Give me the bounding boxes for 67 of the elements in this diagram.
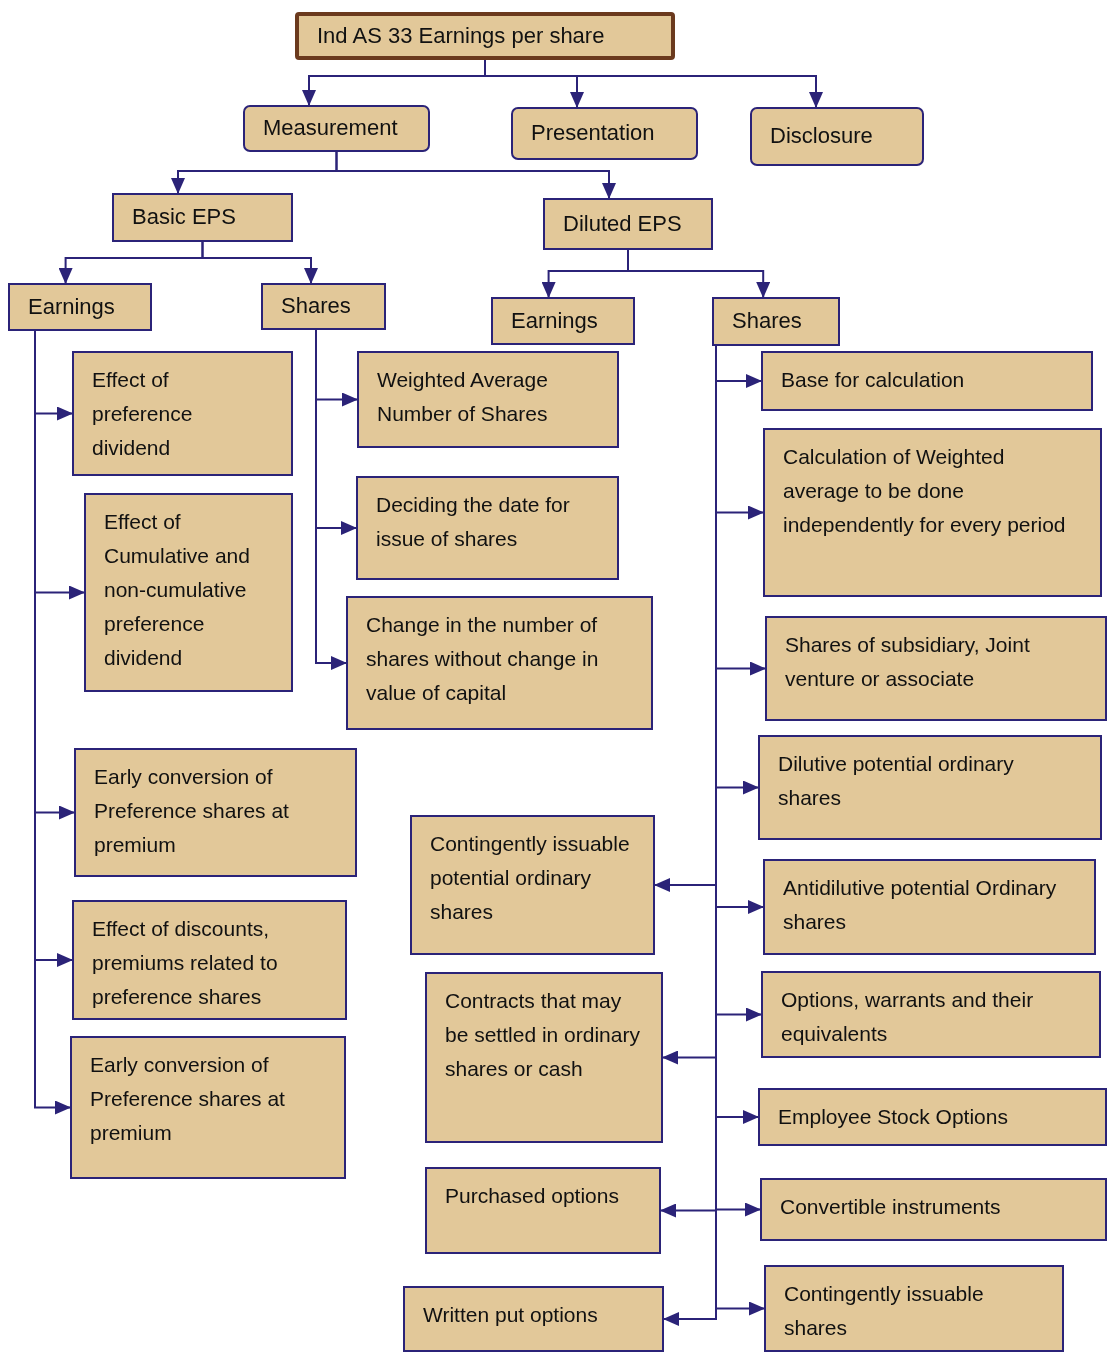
topic-box bbox=[72, 351, 293, 476]
box-text: Employee Stock Options bbox=[778, 1104, 1008, 1130]
box-text: Diluted EPS bbox=[563, 210, 682, 238]
arrow bbox=[484, 59, 823, 108]
box-text: Disclosure bbox=[770, 123, 873, 150]
box-text: Earnings bbox=[28, 293, 115, 321]
box-text: Measurement bbox=[263, 115, 398, 142]
box-text: Basic EPS bbox=[132, 204, 236, 231]
box-text: Earnings bbox=[511, 307, 598, 335]
topic-box bbox=[357, 351, 619, 448]
topic-box bbox=[760, 1178, 1107, 1241]
arrow bbox=[627, 249, 771, 298]
topic-box bbox=[72, 900, 347, 1020]
box-text: Ind AS 33 Earnings per share bbox=[317, 22, 605, 50]
topic-box bbox=[403, 1286, 664, 1352]
box-text: Early conversion of Preference shares at premium bbox=[94, 764, 290, 859]
category-box bbox=[543, 198, 713, 250]
box-text: Early conversion of Preference shares at premium bbox=[90, 1052, 286, 1147]
category-box bbox=[243, 105, 430, 152]
topic-box bbox=[74, 748, 357, 877]
title-box bbox=[295, 12, 675, 60]
category-box bbox=[8, 283, 152, 331]
box-text: Shares bbox=[732, 308, 802, 335]
box-text: Contracts that may be settled in ordinary shares or cash bbox=[445, 988, 641, 1083]
topic-box bbox=[70, 1036, 346, 1179]
box-text: Dilutive potential ordinary shares bbox=[778, 751, 1015, 811]
box-text: Convertible instruments bbox=[780, 1194, 1001, 1220]
topic-box bbox=[425, 972, 663, 1143]
box-text: Effect of Cumulative and non-cumulative preference dividend bbox=[104, 509, 251, 672]
topic-box bbox=[356, 476, 619, 580]
topic-box bbox=[84, 493, 293, 692]
box-text: Antidilutive potential Ordinary shares bbox=[783, 875, 1058, 935]
box-text: Shares of subsidiary, Joint venture or associate bbox=[785, 632, 1031, 692]
box-text: Written put options bbox=[423, 1302, 598, 1328]
category-box bbox=[491, 297, 635, 345]
arrow bbox=[201, 241, 318, 284]
category-box bbox=[511, 107, 698, 160]
box-text: Effect of preference dividend bbox=[92, 367, 194, 462]
topic-box bbox=[761, 351, 1093, 411]
arrow bbox=[335, 151, 616, 199]
box-text: Contingently issuable shares bbox=[784, 1281, 985, 1341]
box-text: Calculation of Weighted average to be done independently for every period bbox=[783, 444, 1067, 539]
topic-box bbox=[758, 735, 1102, 840]
topic-box bbox=[758, 1088, 1107, 1146]
category-box bbox=[112, 193, 293, 242]
box-text: Deciding the date for issue of shares bbox=[376, 492, 571, 552]
category-box bbox=[261, 283, 386, 330]
box-text: Effect of discounts, premiums related to preference shares bbox=[92, 916, 279, 1011]
topic-box bbox=[761, 971, 1101, 1058]
box-text: Weighted Average Number of Shares bbox=[377, 367, 549, 427]
box-text: Change in the number of shares without change in value of capital bbox=[366, 612, 600, 707]
box-text: Shares bbox=[281, 293, 351, 320]
box-text: Presentation bbox=[531, 120, 655, 147]
arrow bbox=[315, 329, 347, 670]
box-text: Purchased options bbox=[445, 1183, 619, 1209]
topic-box bbox=[425, 1167, 661, 1254]
box-text: Options, warrants and their equivalents bbox=[781, 987, 1035, 1047]
box-text: Contingently issuable potential ordinary shares bbox=[430, 831, 631, 926]
category-box bbox=[712, 297, 840, 346]
topic-box bbox=[346, 596, 653, 730]
topic-box bbox=[763, 859, 1096, 955]
category-box bbox=[750, 107, 924, 166]
topic-box bbox=[410, 815, 655, 955]
topic-box bbox=[763, 428, 1102, 597]
topic-box bbox=[764, 1265, 1064, 1352]
topic-box bbox=[765, 616, 1107, 721]
box-text: Base for calculation bbox=[781, 367, 965, 393]
